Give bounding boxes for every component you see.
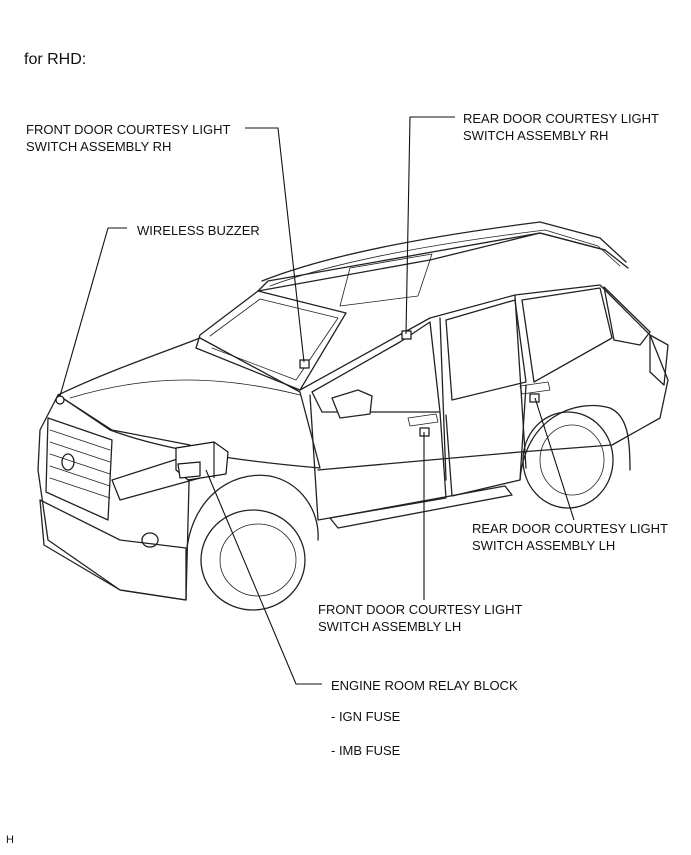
emblem: [61, 453, 75, 471]
variant-heading: for RHD:: [24, 51, 87, 68]
label-line: SWITCH ASSEMBLY LH: [472, 538, 616, 553]
rear-door-handle: [519, 381, 551, 395]
label-line: FRONT DOOR COURTESY LIGHT: [26, 122, 231, 137]
label-line: SWITCH ASSEMBLY LH: [318, 619, 462, 634]
rear-door-window: [445, 299, 527, 401]
rear-wheel-arch: [519, 404, 631, 481]
label-front-door-courtesy-switch-rh: FRONT DOOR COURTESY LIGHT SWITCH ASSEMBL…: [26, 121, 230, 155]
front-tire: [200, 509, 306, 611]
wireless-buzzer-icon: [55, 395, 65, 405]
fog-lamp: [141, 532, 159, 548]
label-line: REAR DOOR COURTESY LIGHT: [463, 111, 659, 126]
front-door-handle: [407, 413, 439, 427]
label-line: SWITCH ASSEMBLY RH: [463, 128, 609, 143]
rear-rim: [539, 424, 605, 496]
engine-room-relay-block-icon: [175, 441, 229, 481]
body-top-line: [257, 232, 606, 292]
label-wireless-buzzer: WIRELESS BUZZER: [137, 222, 260, 239]
label-imb-fuse: - IMB FUSE: [331, 743, 401, 758]
figure-code: H: [6, 834, 14, 846]
leader-rear-door-lh: [534, 397, 575, 521]
label-engine-room-relay-block: ENGINE ROOM RELAY BLOCK: [331, 677, 518, 694]
hood: [57, 337, 321, 469]
c-pillar: [514, 295, 527, 469]
label-line: REAR DOOR COURTESY LIGHT: [472, 521, 668, 536]
leader-front-door-rh: [245, 127, 305, 363]
front-wheel-arch: [185, 474, 319, 561]
front-fascia: [37, 394, 191, 601]
leader-rear-door-rh: [405, 116, 455, 335]
label-line: WIRELESS BUZZER: [137, 223, 260, 238]
front-bumper: [39, 499, 187, 601]
rear-window: [603, 286, 651, 346]
suv-illustration: [37, 221, 669, 611]
grille-bars: [49, 429, 111, 499]
sunroof: [339, 253, 433, 307]
rear-lamp: [649, 334, 669, 386]
front-door-rh-switch-icon: [299, 359, 310, 369]
b-pillar: [439, 317, 447, 481]
front-rim: [219, 523, 297, 597]
quarter-window: [521, 287, 613, 383]
label-rear-door-courtesy-switch-rh: REAR DOOR COURTESY LIGHT SWITCH ASSEMBLY…: [463, 110, 659, 144]
rocker-panel: [329, 485, 513, 529]
leader-wireless-buzzer: [59, 227, 127, 397]
windshield: [195, 290, 347, 391]
grille: [45, 417, 113, 521]
components: [55, 330, 540, 481]
label-line: SWITCH ASSEMBLY RH: [26, 139, 172, 154]
windshield-inner: [209, 298, 339, 381]
label-rear-door-courtesy-switch-lh: REAR DOOR COURTESY LIGHT SWITCH ASSEMBLY…: [472, 520, 668, 554]
rear-door-outline: [445, 384, 527, 497]
roof-rail-inner: [269, 229, 621, 287]
label-line: ENGINE ROOM RELAY BLOCK: [331, 678, 518, 693]
label-line: FRONT DOOR COURTESY LIGHT: [318, 602, 523, 617]
beltline: [299, 284, 651, 391]
rear-door-lh-switch-icon: [529, 393, 540, 403]
hood-crease: [69, 379, 301, 399]
label-ign-fuse: - IGN FUSE: [331, 709, 401, 724]
leader-engine-room-relay: [205, 469, 322, 685]
label-front-door-courtesy-switch-lh: FRONT DOOR COURTESY LIGHT SWITCH ASSEMBL…: [318, 601, 522, 635]
front-door-outline: [309, 394, 447, 521]
side-mirror: [331, 389, 373, 419]
rear-tire: [522, 411, 614, 509]
leader-lines: [59, 116, 575, 685]
front-door-window: [311, 321, 441, 413]
